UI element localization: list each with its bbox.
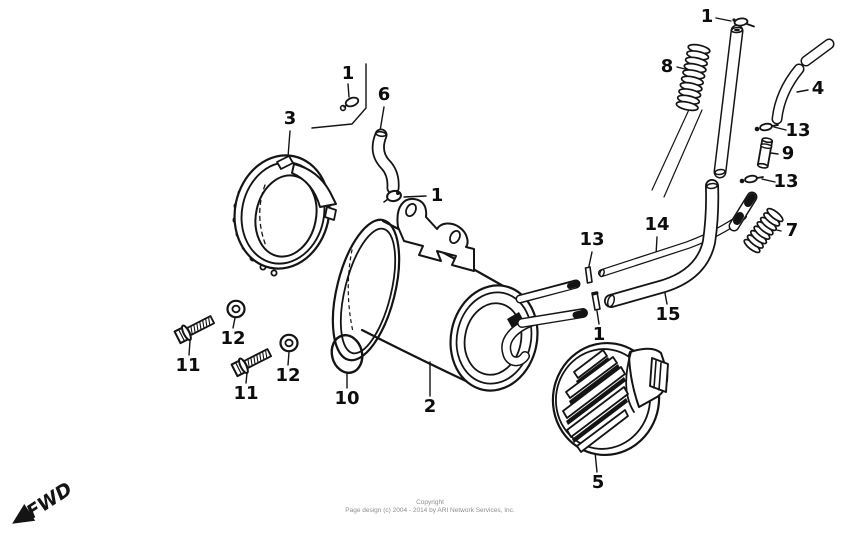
callout-label-1[interactable]: 1 [592,324,606,345]
callout-label-13[interactable]: 13 [773,171,799,192]
washer-icon [279,333,299,353]
clip-13-icon [754,122,779,132]
leader-lines [188,17,809,473]
clip-13-icon [739,174,764,184]
callout-label-10[interactable]: 10 [334,388,360,409]
copyright-notice: Copyright Page design (c) 2004 - 2014 by… [255,499,605,514]
callout-label-11[interactable]: 11 [175,355,201,376]
pipe-clip-icon [591,291,601,311]
callout-label-9[interactable]: 9 [781,143,795,164]
spring-guide-lines [651,102,703,198]
callout-label-6[interactable]: 6 [377,84,391,105]
callout-label-12[interactable]: 12 [275,365,301,386]
spring-8-icon [675,43,711,112]
copyright-line2: Page design (c) 2004 - 2014 by ARI Netwo… [345,506,515,514]
spring-7-icon [743,207,784,254]
callout-label-13[interactable]: 13 [785,120,811,141]
callout-label-14[interactable]: 14 [644,214,670,235]
bolt-icon [230,348,272,378]
tube-clip-icon [383,189,402,203]
fwd-label: FWD [23,478,77,524]
callout-label-2[interactable]: 2 [423,396,437,417]
joint-tube-9-icon [756,137,774,169]
curved-tube-4-drawing [771,38,835,125]
copyright-line1: Copyright [416,499,444,506]
tube-clip-icon [339,96,360,112]
callout-label-5[interactable]: 5 [591,472,605,493]
fwd-arrowhead-icon [12,503,36,524]
vent-cover-drawing [551,341,669,457]
o-ring-icon [330,334,364,374]
case-outlet-pipes-drawing [501,279,588,367]
front-cover-drawing [232,154,337,277]
callout-label-11[interactable]: 11 [233,383,259,404]
case-bracket-drawing [396,197,475,272]
callout-label-4[interactable]: 4 [811,78,825,99]
sleeve-tube-drawing [728,191,758,232]
callout-label-7[interactable]: 7 [785,220,799,241]
callout-label-8[interactable]: 8 [660,56,674,77]
callout-label-1[interactable]: 1 [700,6,714,27]
washer-icon [226,299,246,319]
callout-label-1[interactable]: 1 [341,63,355,84]
elbow-tube-drawing [371,128,400,195]
callout-label-3[interactable]: 3 [283,108,297,129]
pipe-clip-icon [584,266,593,284]
vent-louvers [562,349,629,453]
clip-1-icon [732,17,755,28]
fwd-arrow: FWD [12,478,77,524]
thick-tube-15-drawing [604,179,720,308]
callout-label-13[interactable]: 13 [579,229,605,250]
callout-label-12[interactable]: 12 [220,328,246,349]
callout-label-1[interactable]: 1 [430,185,444,206]
thin-tube-14-drawing [598,212,747,278]
callout-label-15[interactable]: 15 [655,304,681,325]
vertical-tube-drawing [713,24,744,179]
bolt-icon [173,315,215,345]
